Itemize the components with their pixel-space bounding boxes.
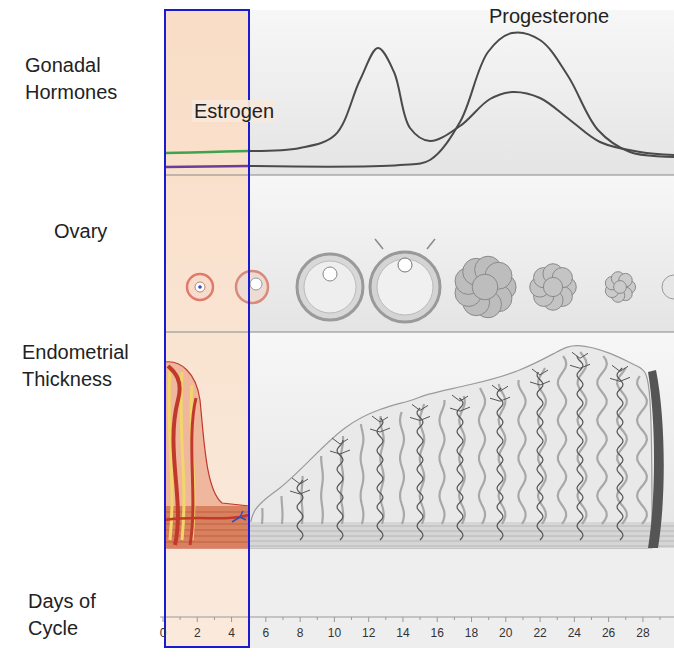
day-number: 6: [262, 627, 269, 639]
row-label: Endometrial Thickness: [22, 339, 157, 393]
day-number: 12: [362, 627, 375, 639]
row-label: Gonadal Hormones: [25, 52, 155, 106]
hormone-name: Progesterone: [489, 3, 609, 30]
day-number: 20: [499, 627, 512, 639]
day-number: 16: [431, 627, 444, 639]
day-number: 28: [636, 627, 649, 639]
day-number: 26: [602, 627, 615, 639]
row-label: Ovary: [54, 218, 154, 245]
day-number: 18: [465, 627, 478, 639]
progesterone-curve: [249, 32, 674, 166]
panel-divider: [165, 331, 674, 332]
estrogen-curve-menses: [165, 151, 249, 153]
day-number: 2: [194, 627, 201, 639]
day-number: 8: [297, 627, 304, 639]
panel-divider: [165, 174, 674, 175]
day-number: 4: [228, 627, 235, 639]
ovary-stages: [187, 239, 674, 322]
day-axis: [160, 617, 674, 622]
row-label: Days of Cycle: [28, 588, 128, 642]
day-number: 0: [160, 627, 167, 639]
day-number: 24: [568, 627, 581, 639]
progesterone-curve-menses: [165, 166, 249, 167]
day-number: 10: [328, 627, 341, 639]
menstrual-endometrium: [165, 362, 249, 548]
hormone-name: Estrogen: [192, 100, 276, 122]
estrogen-curve: [249, 48, 674, 155]
endometrium: [249, 346, 674, 548]
day-number: 14: [396, 627, 409, 639]
day-number: 22: [533, 627, 546, 639]
